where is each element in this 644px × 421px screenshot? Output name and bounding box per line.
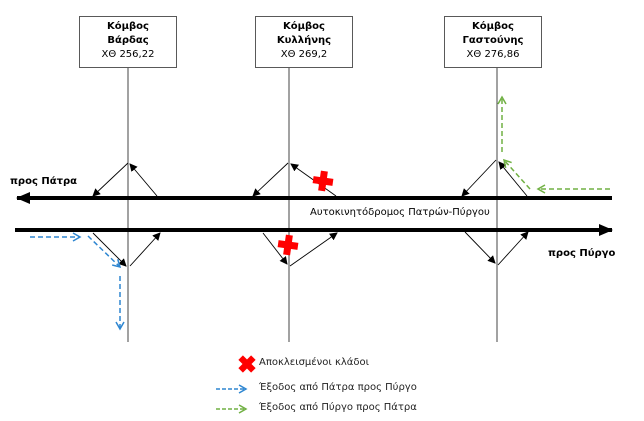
node-gastouni: Κόμβος Γαστούνης ΧΘ 276,86: [444, 16, 542, 68]
node-title: Κόμβος: [472, 21, 514, 32]
route-pyrgos-to-patra: [497, 95, 610, 194]
ramp-kyllini-off-pyrgos: [262, 232, 288, 265]
node-title: Κόμβος: [107, 21, 149, 32]
ramp-gastouni-off-pyrgos: [464, 231, 496, 264]
node-chainage: ΧΘ 276,86: [466, 49, 520, 60]
node-chainage: ΧΘ 256,22: [101, 49, 155, 60]
legend-closed-label: Αποκλεισμένοι κλάδοι: [259, 357, 369, 368]
ramp-gastouni-on-patra: [461, 159, 497, 197]
ramp-varda-on-patra: [92, 162, 129, 197]
direction-patra-label: προς Πάτρα: [10, 176, 77, 187]
node-title: Κόμβος: [283, 21, 325, 32]
ramp-varda-on-pyrgos: [129, 232, 161, 267]
closed-ramp-icon: [277, 234, 299, 256]
node-chainage: ΧΘ 269,2: [280, 49, 328, 60]
route-patra-to-pyrgos: [30, 232, 125, 331]
legend-blue-label: Έξοδος από Πάτρα προς Πύργο: [259, 382, 417, 393]
node-name: Κυλλήνης: [276, 35, 332, 46]
node-varda: Κόμβος Βάρδας ΧΘ 256,22: [79, 16, 177, 68]
road-name-label: Αυτοκινητόδρομος Πατρών-Πύργου: [310, 207, 490, 218]
direction-pyrgos-label: προς Πύργο: [548, 248, 616, 259]
ramp-gastouni-on-pyrgos: [497, 231, 529, 266]
ramp-kyllini-on-patra: [252, 162, 289, 197]
node-kyllini: Κόμβος Κυλλήνης ΧΘ 269,2: [255, 16, 353, 68]
legend-green-label: Έξοδος από Πύργο προς Πάτρα: [259, 402, 417, 413]
ramp-varda-off-pyrgos: [92, 232, 127, 267]
ramp-gastouni-off-patra: [498, 161, 528, 197]
node-name: Βάρδας: [107, 35, 149, 46]
legend-closed-icon: [238, 355, 256, 373]
ramp-kyllini-on-pyrgos: [289, 232, 338, 267]
node-name: Γαστούνης: [462, 35, 524, 46]
closed-ramp-icon: [312, 170, 334, 192]
ramp-varda-off-patra: [129, 163, 158, 197]
